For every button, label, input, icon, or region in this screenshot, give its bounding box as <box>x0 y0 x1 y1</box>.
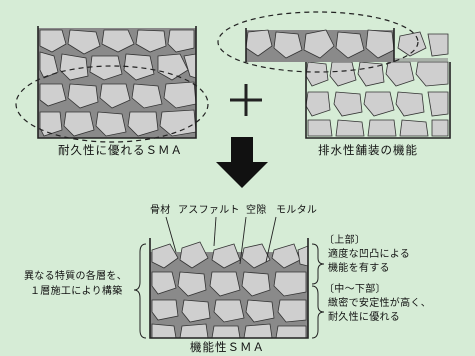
label-asphalt: アスファルト <box>178 205 240 216</box>
upper-right-brace <box>311 243 325 285</box>
label-void: 空隙 <box>246 205 267 216</box>
lower-right-brace <box>311 285 325 339</box>
upper-note-line-2: 機能を有する <box>328 263 390 274</box>
top-left-caption: 耐久性に優れるＳＭＡ <box>58 143 183 157</box>
porous-surface-strip <box>245 29 395 62</box>
durability-highlight-ellipse <box>15 65 209 143</box>
lower-note-heading: 〔中～下部〕 <box>324 284 386 295</box>
label-aggregate: 骨材 <box>150 205 171 216</box>
lower-note-line-1: 緻密で安定性が高く、 <box>328 298 431 309</box>
drainage-highlight-ellipse <box>217 11 419 73</box>
sma-dense-mix-block <box>38 28 196 138</box>
plus-symbol <box>230 84 262 116</box>
left-brace <box>133 243 147 339</box>
left-note-line-1: 異なる特質の各層を、 <box>24 271 127 282</box>
bottom-caption: 機能性ＳＭＡ <box>190 340 265 354</box>
upper-note-heading: 〔上部〕 <box>324 235 366 246</box>
functional-sma-block <box>150 240 308 338</box>
upper-note-line-1: 適度な凹凸による <box>328 249 411 260</box>
label-mortar: モルタル <box>276 205 318 216</box>
leader-lines <box>165 216 277 265</box>
lower-note-line-2: 耐久性に優れる <box>328 312 401 323</box>
down-arrow <box>216 137 268 188</box>
top-right-caption: 排水性舗装の機能 <box>318 143 418 157</box>
left-note-line-2: １層施工により構築 <box>30 286 123 297</box>
